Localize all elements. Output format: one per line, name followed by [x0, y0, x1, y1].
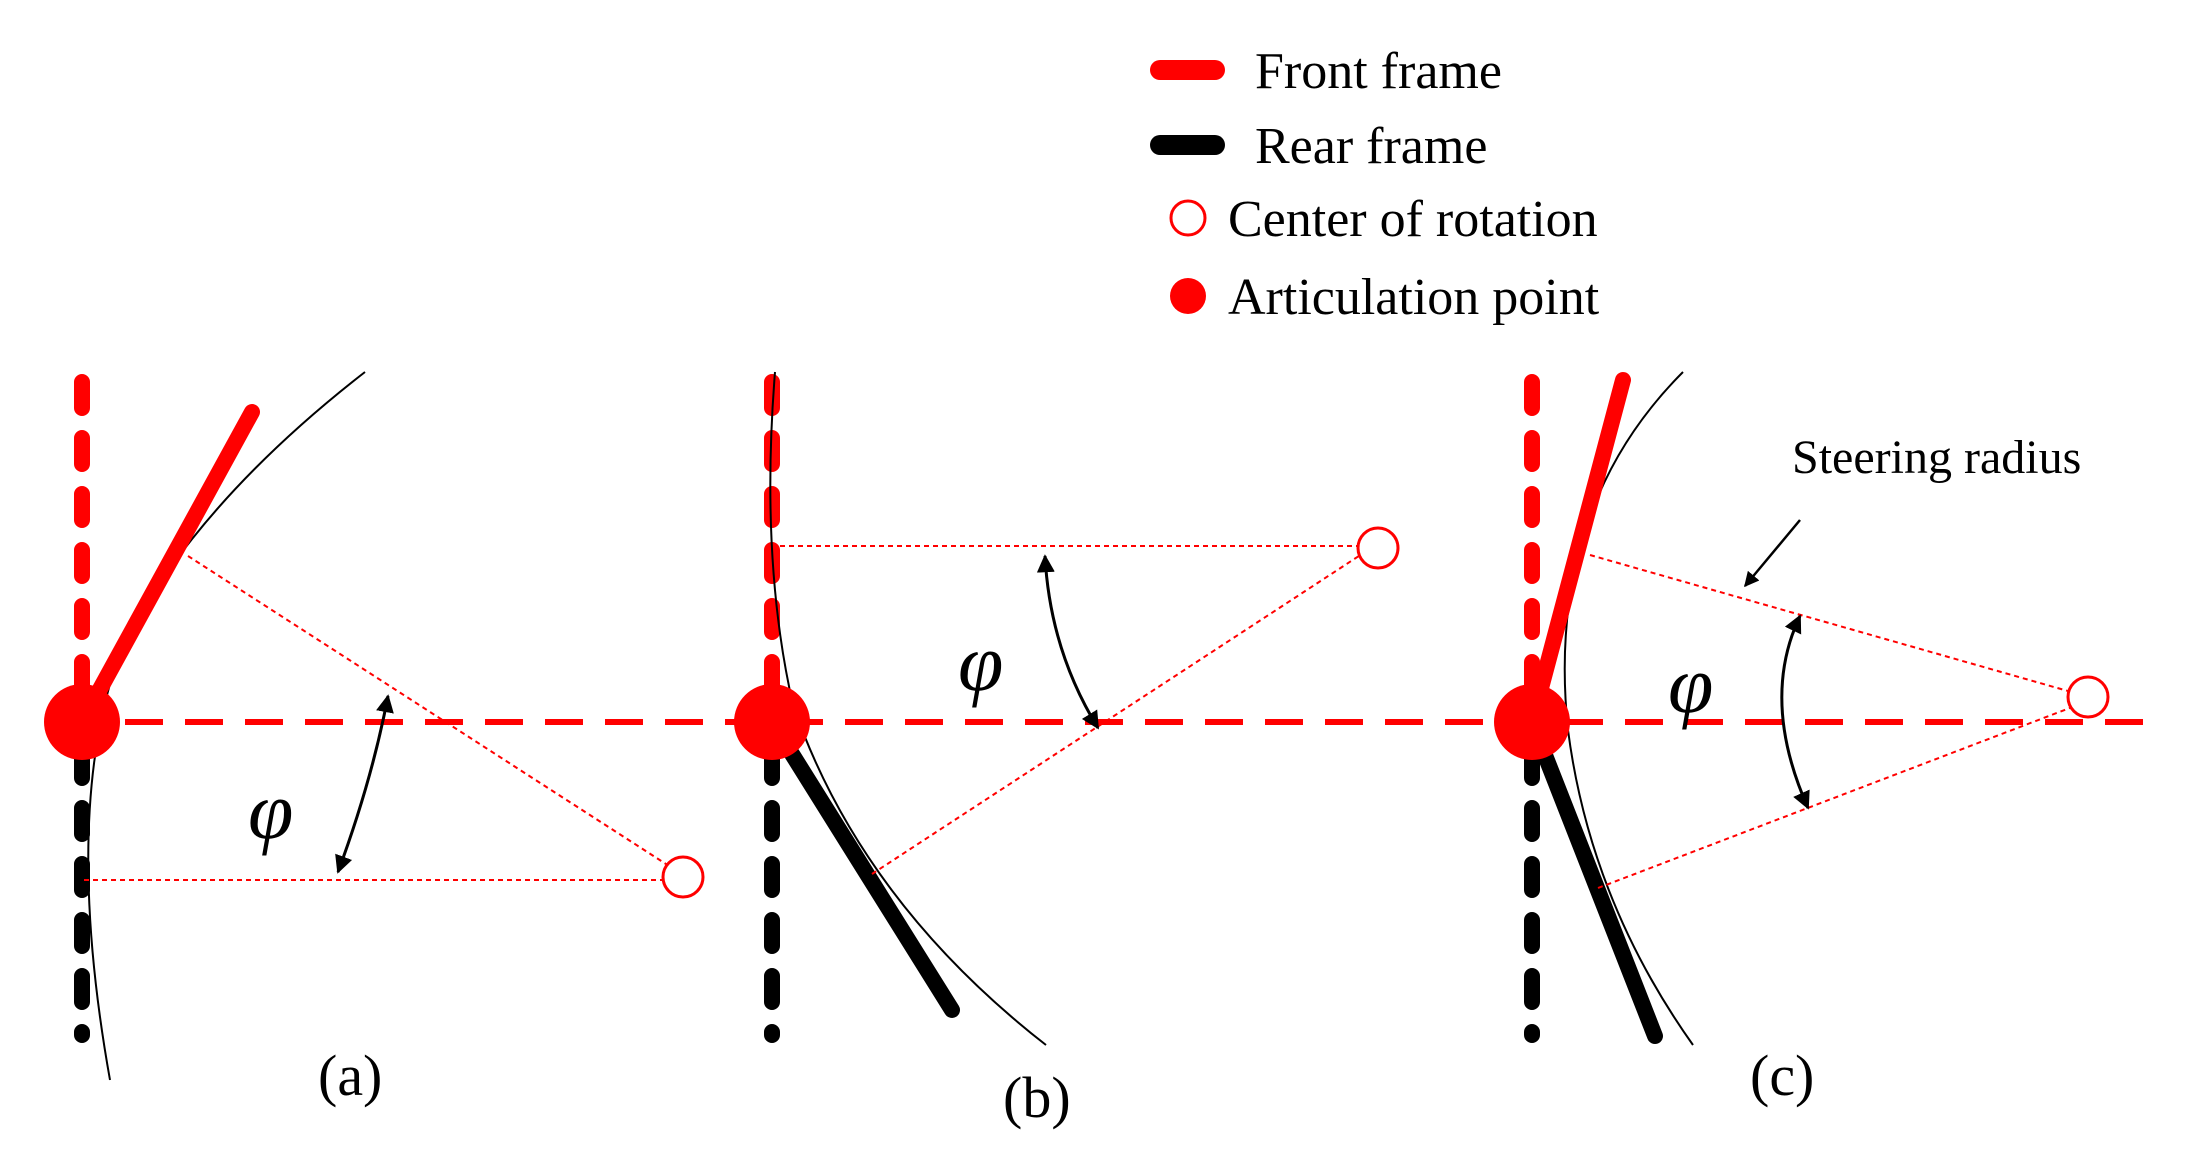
center-of-rotation	[1356, 526, 1400, 570]
double-arrow-icon	[1036, 554, 1100, 730]
open-circle-icon	[1169, 199, 1207, 237]
legend-articulation-point: Articulation point	[1228, 269, 1600, 326]
steering-radius-label: Steering radius	[1792, 431, 2081, 484]
articulation-point	[44, 684, 120, 760]
filled-circle-icon	[1170, 278, 1206, 314]
radius-line-front	[187, 555, 684, 876]
front-frame	[1524, 372, 1631, 730]
panel-label: (a)	[318, 1043, 382, 1108]
panel-label: (b)	[1003, 1065, 1071, 1130]
radius-line-front	[1589, 554, 2076, 694]
panel-c: Steering radius φ (c)	[1494, 371, 2110, 1108]
rear-frame	[764, 714, 960, 1018]
angle-symbol: φ	[248, 765, 293, 856]
panel-label: (c)	[1750, 1043, 1814, 1108]
articulation-point	[1494, 684, 1570, 760]
double-arrow-icon	[1780, 614, 1810, 810]
legend-center-of-rotation: Center of rotation	[1228, 191, 1598, 248]
callout-arrow	[1744, 519, 1801, 588]
legend-rear-frame: Rear frame	[1255, 118, 1487, 175]
radius-line-rear	[871, 551, 1366, 875]
legend-front-frame: Front frame	[1255, 43, 1502, 100]
rear-frame	[1524, 714, 1663, 1044]
center-of-rotation	[2066, 675, 2110, 719]
angle-symbol: φ	[1668, 639, 1713, 730]
articulation-point	[734, 684, 810, 760]
front-frame	[74, 404, 260, 730]
panel-a: φ (a)	[44, 371, 705, 1108]
legend: Front frame Rear frame Center of rotatio…	[1150, 43, 1600, 326]
angle-symbol: φ	[958, 617, 1003, 708]
center-of-rotation	[661, 855, 705, 899]
path-curve	[87, 371, 366, 1081]
panel-b: φ (b)	[734, 371, 1400, 1130]
radius-line-rear	[1597, 705, 2076, 889]
double-arrow-icon	[335, 694, 394, 874]
